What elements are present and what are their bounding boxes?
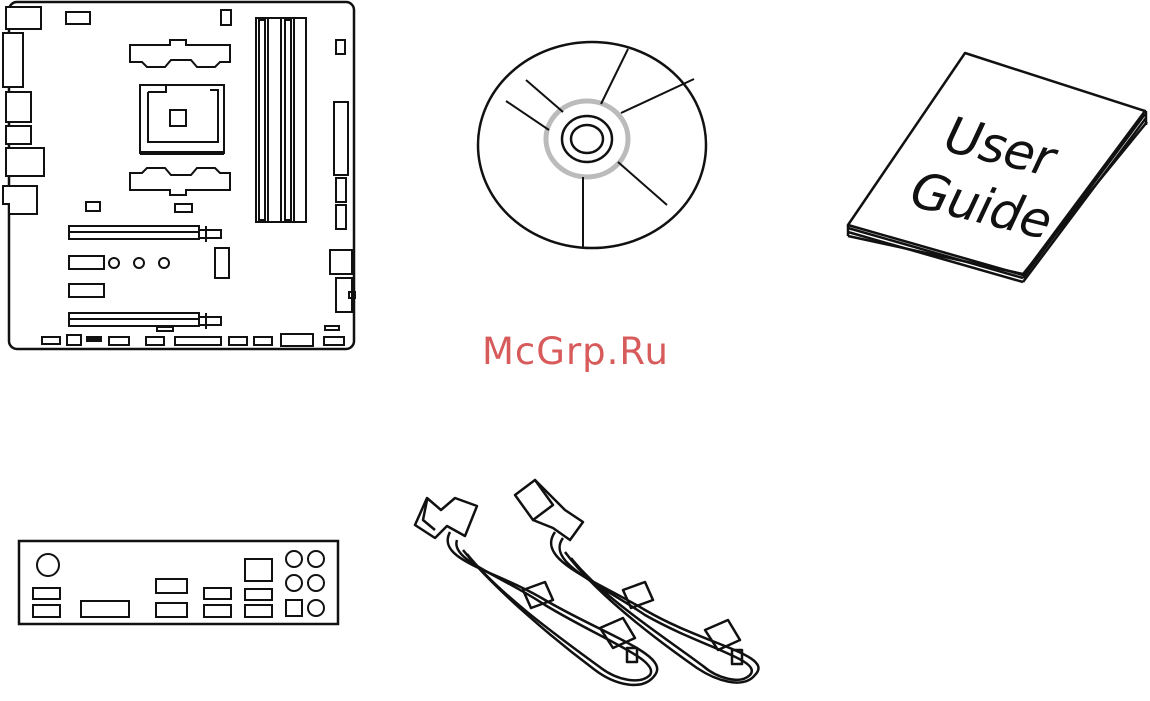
watermark: McGrp.Ru — [482, 330, 669, 373]
motherboard-icon — [0, 0, 360, 356]
io-shield-icon — [14, 536, 344, 631]
disc-icon — [470, 35, 715, 255]
sata-cable-icon — [405, 470, 770, 701]
book-icon: User Guide — [840, 45, 1150, 285]
